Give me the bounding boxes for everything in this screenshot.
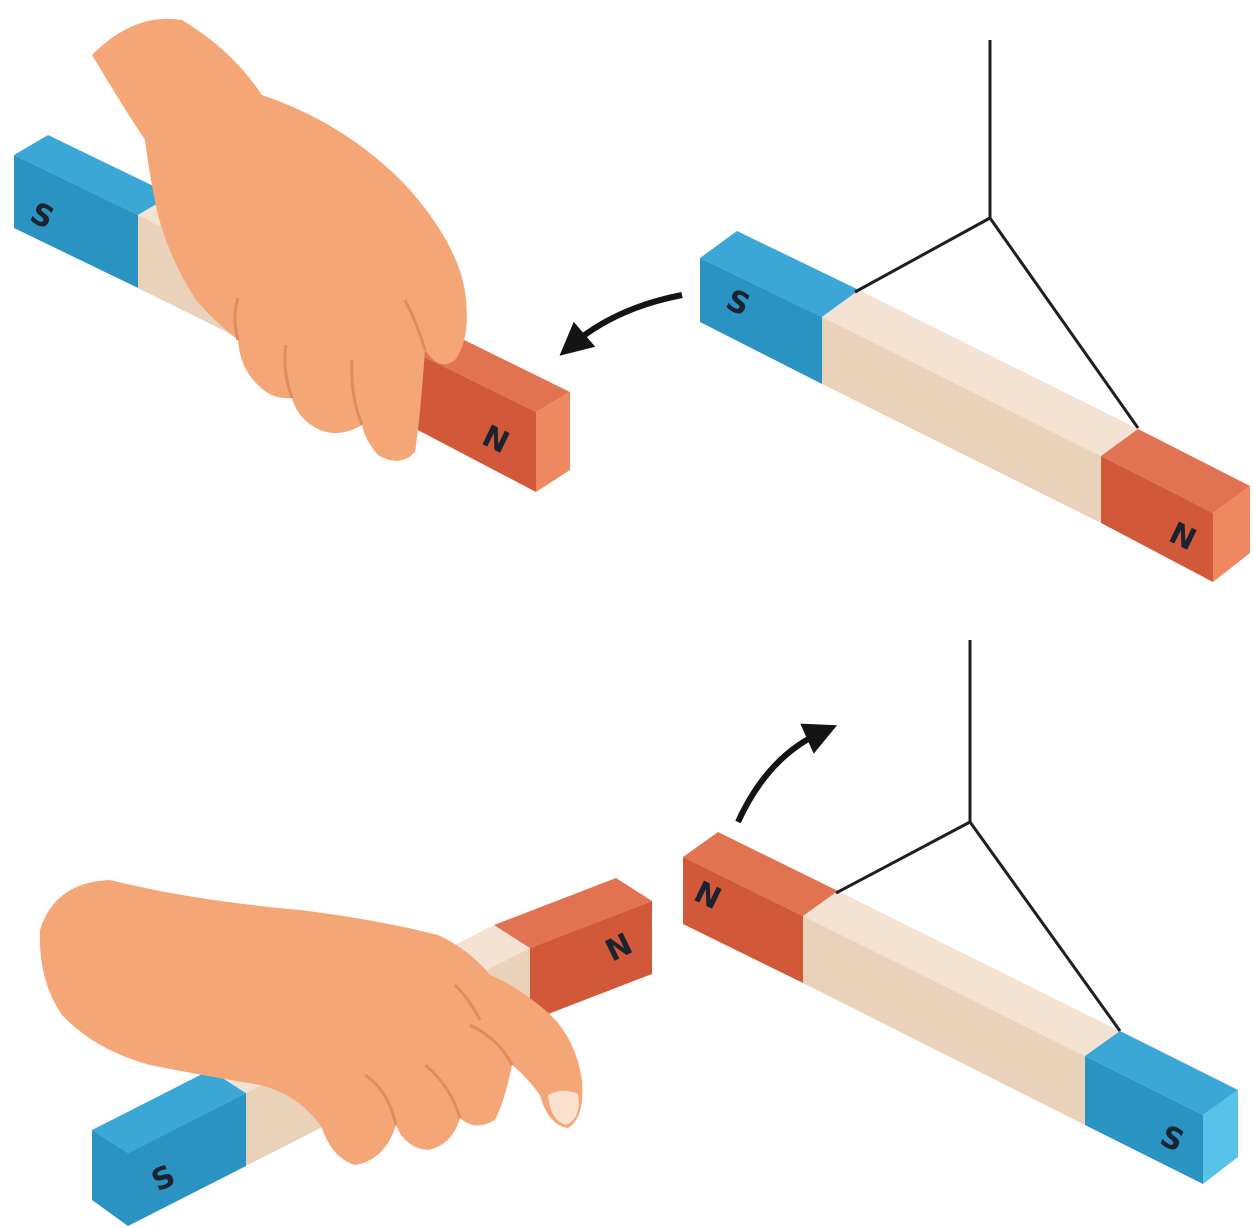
suspension-string-bottom (835, 640, 1122, 1032)
panel-attraction: S N S N (14, 18, 1250, 582)
north-pole-top-face (494, 878, 652, 948)
north-pole-end-face (1213, 486, 1250, 582)
south-pole-top-face (1085, 1031, 1238, 1115)
curved-arrow-up-icon (735, 723, 838, 824)
north-pole-top-face (683, 832, 838, 916)
north-pole-side-face (530, 901, 652, 1021)
hand-bottom (39, 880, 583, 1165)
north-pole-top-face (1101, 429, 1250, 513)
south-pole-front-face (92, 1130, 128, 1226)
south-pole-end-face (1203, 1090, 1238, 1184)
north-pole-front-face (683, 857, 803, 983)
middle-front-face (822, 317, 1101, 523)
suspension-string-top (854, 40, 1140, 429)
north-pole-front-face (1101, 456, 1213, 582)
south-pole-front-face (1085, 1056, 1203, 1184)
south-pole-front-face (700, 258, 822, 384)
panel-repulsion: N S S N (39, 640, 1238, 1226)
south-pole-top-face (700, 231, 859, 317)
middle-top-face (822, 290, 1138, 456)
middle-front-face (803, 916, 1085, 1125)
fingernail (548, 1090, 579, 1125)
suspended-magnet-top: S N (700, 231, 1250, 582)
finger-crease (233, 297, 427, 426)
finger-crease (364, 983, 514, 1126)
middle-top-face (803, 891, 1120, 1056)
south-pole-top-face (14, 135, 172, 215)
north-pole-front-face (414, 352, 536, 492)
hand-top (92, 18, 467, 461)
south-pole-side-face (128, 1093, 246, 1226)
south-pole-top-face (92, 1070, 246, 1153)
suspended-magnet-bottom: N S (683, 832, 1238, 1184)
south-pole-front-face (14, 155, 138, 288)
curved-arrow-left-icon (559, 292, 683, 356)
north-pole-end-face (536, 392, 570, 492)
